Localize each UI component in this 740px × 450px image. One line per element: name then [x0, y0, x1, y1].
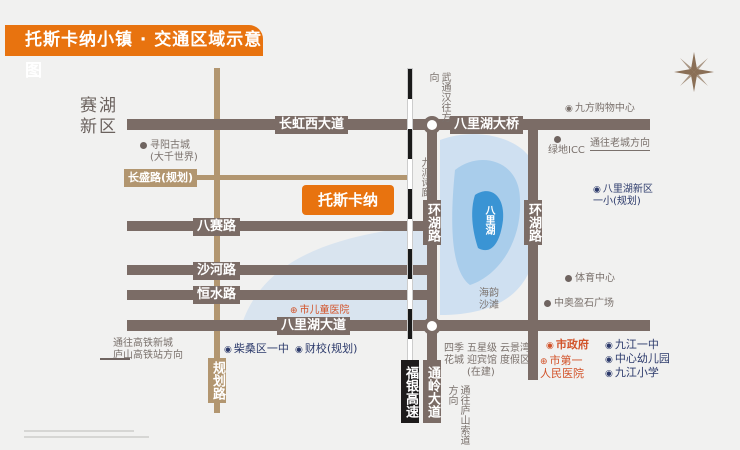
direction-oldcity: 通往老城方向 [590, 138, 650, 151]
label-balihu-ave: 八里湖大道 [277, 317, 351, 335]
school-icon: ◉ [224, 345, 232, 355]
poi-zhongao: 中奥盈石广场 [544, 298, 614, 310]
poi-school-new: ◉八里湖新区 一小(规划) [593, 184, 653, 207]
road-shahe [127, 265, 432, 275]
arrow-icon [100, 358, 130, 360]
road-balihu-ave [127, 320, 650, 331]
project-marker[interactable]: 托斯卡纳 [302, 185, 394, 215]
poi-sports: 体育中心 [565, 273, 615, 285]
poi-gov: ◉市政府 [546, 338, 589, 352]
school-icon: ◉ [593, 185, 601, 195]
footnote [24, 436, 149, 438]
poi-jiupai: 九派诗廊 [419, 157, 430, 197]
poi-yunjing: 云景湾 度假区 [500, 343, 530, 366]
road-guihua [214, 68, 220, 413]
hospital-icon: ⊕ [540, 357, 548, 367]
road-changhong [127, 119, 650, 130]
hospital-icon: ⊕ [290, 306, 298, 316]
road-basai [127, 221, 432, 231]
footnote [24, 430, 134, 432]
lake-label: 八里湖 [483, 205, 494, 235]
label-changhong: 长虹西大道 [275, 116, 349, 134]
roundabout [423, 116, 441, 134]
poi-chaisang: ◉柴桑区一中 [224, 342, 289, 356]
label-tongling: 通岭大道 [423, 360, 441, 423]
dot-icon [565, 274, 572, 282]
dot-icon [554, 136, 561, 143]
poi-caixiao: ◉财校(规划) [295, 342, 358, 356]
label-fuyin: 福银高速 [401, 360, 419, 423]
label-shahe: 沙河路 [193, 262, 241, 280]
poi-child-hosp: ⊕市儿童医院 [290, 305, 350, 316]
mall-icon: ◉ [565, 104, 573, 114]
label-bridge: 八里湖大桥 [450, 116, 524, 134]
label-guihua: 规划路 [208, 358, 226, 403]
direction-lushan: 通往庐山索道方向 [446, 385, 469, 445]
poi-jj1: ◉九江一中 [605, 338, 659, 352]
roundabout [423, 317, 441, 335]
poi-haiyun: 海韵 沙滩 [479, 288, 499, 311]
label-basai: 八赛路 [193, 218, 241, 236]
road-huanhu-right [528, 125, 538, 380]
road-hengshui [127, 290, 432, 300]
poi-jjprimary: ◉九江小学 [605, 366, 659, 380]
poi-jiufang: ◉九方购物中心 [565, 103, 635, 114]
road-huanhu-left [427, 125, 437, 420]
dot-icon [140, 141, 147, 149]
gov-icon: ◉ [546, 341, 554, 351]
road-changsheng [124, 175, 410, 180]
direction-wuhan: 武通汉往方向 [427, 72, 450, 122]
label-huanhu-right: 环湖路 [524, 200, 542, 245]
school-icon: ◉ [605, 341, 613, 351]
label-changsheng: 长盛路(规划) [124, 169, 198, 187]
poi-hospital1: ⊕市第一 人民医院 [540, 354, 584, 380]
school-icon: ◉ [605, 355, 613, 365]
label-huanhu-left: 环湖路 [423, 200, 441, 245]
compass-icon [674, 52, 714, 92]
district-label: 赛湖新区 [80, 96, 118, 137]
direction-hsr: 通往高铁新城 庐山高铁站方向 [113, 338, 183, 361]
school-icon: ◉ [295, 345, 303, 355]
school-icon: ◉ [605, 369, 613, 379]
map-title: 托斯卡纳小镇 · 交通区域示意图 [5, 25, 263, 81]
poi-xunyang: 寻阳古城 (大千世界) [140, 140, 198, 164]
dot-icon [544, 299, 551, 307]
poi-kinder: ◉中心幼儿园 [605, 352, 670, 366]
poi-lvdi: 绿地ICC [548, 136, 585, 157]
poi-wuxing: 五星级 迎宾馆 (在建) [467, 343, 497, 378]
poi-siji: 四季 花城 [444, 343, 464, 366]
label-hengshui: 恒水路 [193, 286, 241, 304]
